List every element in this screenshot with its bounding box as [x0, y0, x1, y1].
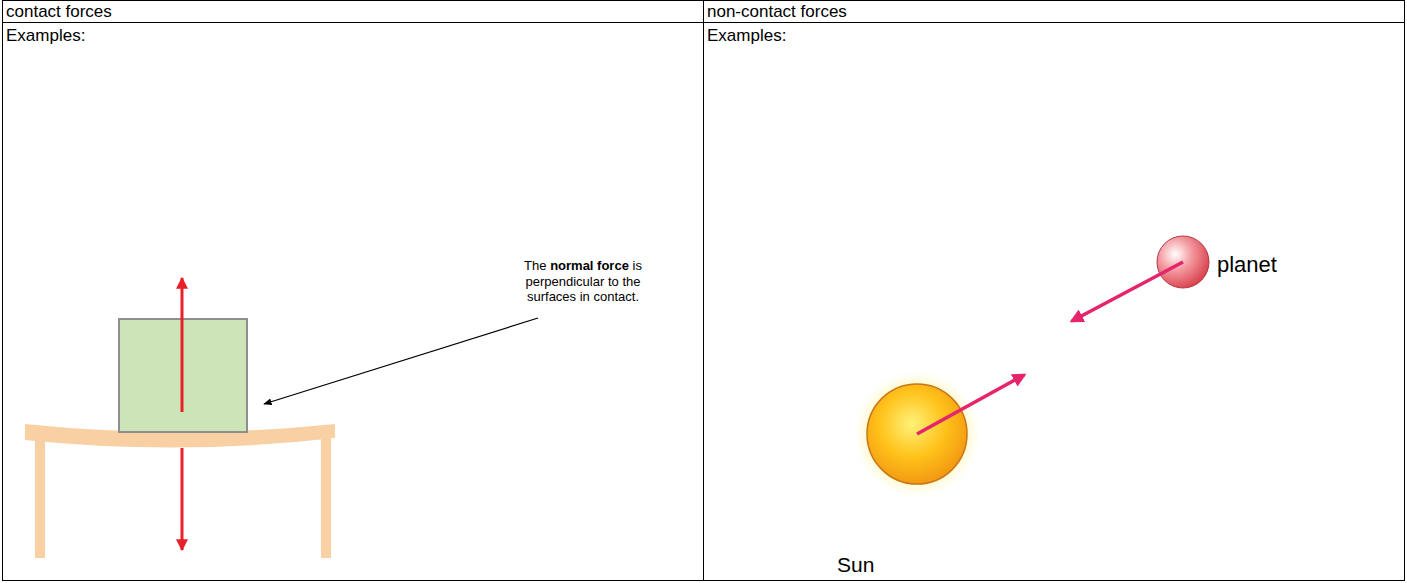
sun-label: Sun — [837, 552, 874, 577]
leader-line — [264, 318, 538, 404]
gravity-arrow — [917, 375, 1024, 434]
gravity-illustration — [853, 236, 1209, 498]
planet-label: planet — [1217, 252, 1277, 278]
weight-arrow — [181, 448, 184, 550]
cell-text: Examples: — [707, 26, 786, 46]
callout-text: The normal force is perpendicular to the… — [508, 258, 658, 305]
gravity-arrow — [1072, 262, 1183, 321]
column-divider — [703, 1, 704, 581]
table-illustration — [25, 278, 538, 558]
cell-text: Examples: — [6, 26, 85, 46]
column-header: non-contact forces — [707, 2, 847, 22]
table-border — [3, 1, 1405, 581]
table-leg — [321, 432, 331, 558]
table-leg — [35, 436, 45, 558]
table-grid — [3, 1, 1405, 581]
normal-force-arrow — [181, 278, 184, 412]
column-header: contact forces — [6, 2, 112, 22]
